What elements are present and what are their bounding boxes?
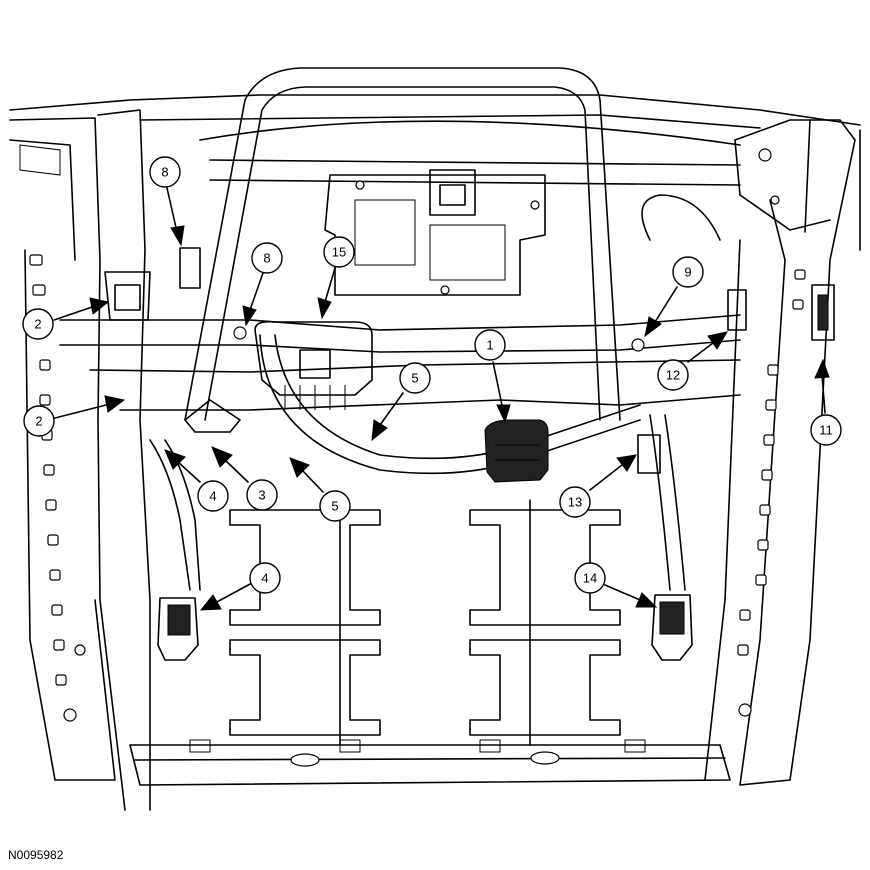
svg-text:13: 13: [568, 495, 582, 510]
callout-14: 14: [574, 562, 606, 594]
callout-3: 3: [246, 479, 278, 511]
connector-1: [484, 419, 549, 483]
callout-4-lower: 4: [249, 562, 281, 594]
callout-1: 1: [474, 329, 506, 361]
callout-2-upper: 2: [22, 308, 54, 340]
callout-2-lower: 2: [23, 405, 55, 437]
bracket-3: [184, 399, 241, 433]
connector-8-left: [179, 247, 201, 289]
connector-14: [651, 594, 693, 661]
svg-text:4: 4: [209, 489, 216, 504]
svg-text:4: 4: [261, 571, 268, 586]
connector-4-lower: [157, 597, 199, 661]
connector-12: [727, 289, 747, 331]
connector-15: [254, 320, 373, 410]
connector-11: [811, 284, 835, 341]
callout-4-upper: 4: [197, 480, 229, 512]
callout-15: 15: [323, 236, 355, 268]
callout-8-middle: 8: [251, 242, 283, 274]
svg-text:14: 14: [583, 571, 597, 586]
callout-11: 11: [810, 414, 842, 446]
figure-id-label: N0095982: [8, 848, 64, 862]
callout-5-lower: 5: [319, 490, 351, 522]
svg-text:5: 5: [331, 499, 338, 514]
svg-text:2: 2: [34, 317, 41, 332]
connector-2-upper: [104, 271, 151, 321]
svg-text:5: 5: [411, 371, 418, 386]
callout-arrows: [53, 187, 830, 611]
callout-13: 13: [559, 486, 591, 518]
svg-text:8: 8: [263, 251, 270, 266]
svg-text:11: 11: [819, 423, 833, 438]
callout-5-upper: 5: [399, 362, 431, 394]
svg-text:2: 2: [35, 414, 42, 429]
callout-9: 9: [672, 256, 704, 288]
callout-12: 12: [657, 359, 689, 391]
svg-text:9: 9: [684, 265, 691, 280]
svg-text:15: 15: [332, 245, 346, 260]
svg-text:1: 1: [486, 338, 493, 353]
seat-frame-linework: [9, 67, 861, 811]
callout-8-top: 8: [149, 156, 181, 188]
svg-text:12: 12: [666, 368, 680, 383]
svg-text:8: 8: [161, 165, 168, 180]
connector-13: [637, 434, 661, 474]
svg-text:3: 3: [258, 488, 265, 503]
